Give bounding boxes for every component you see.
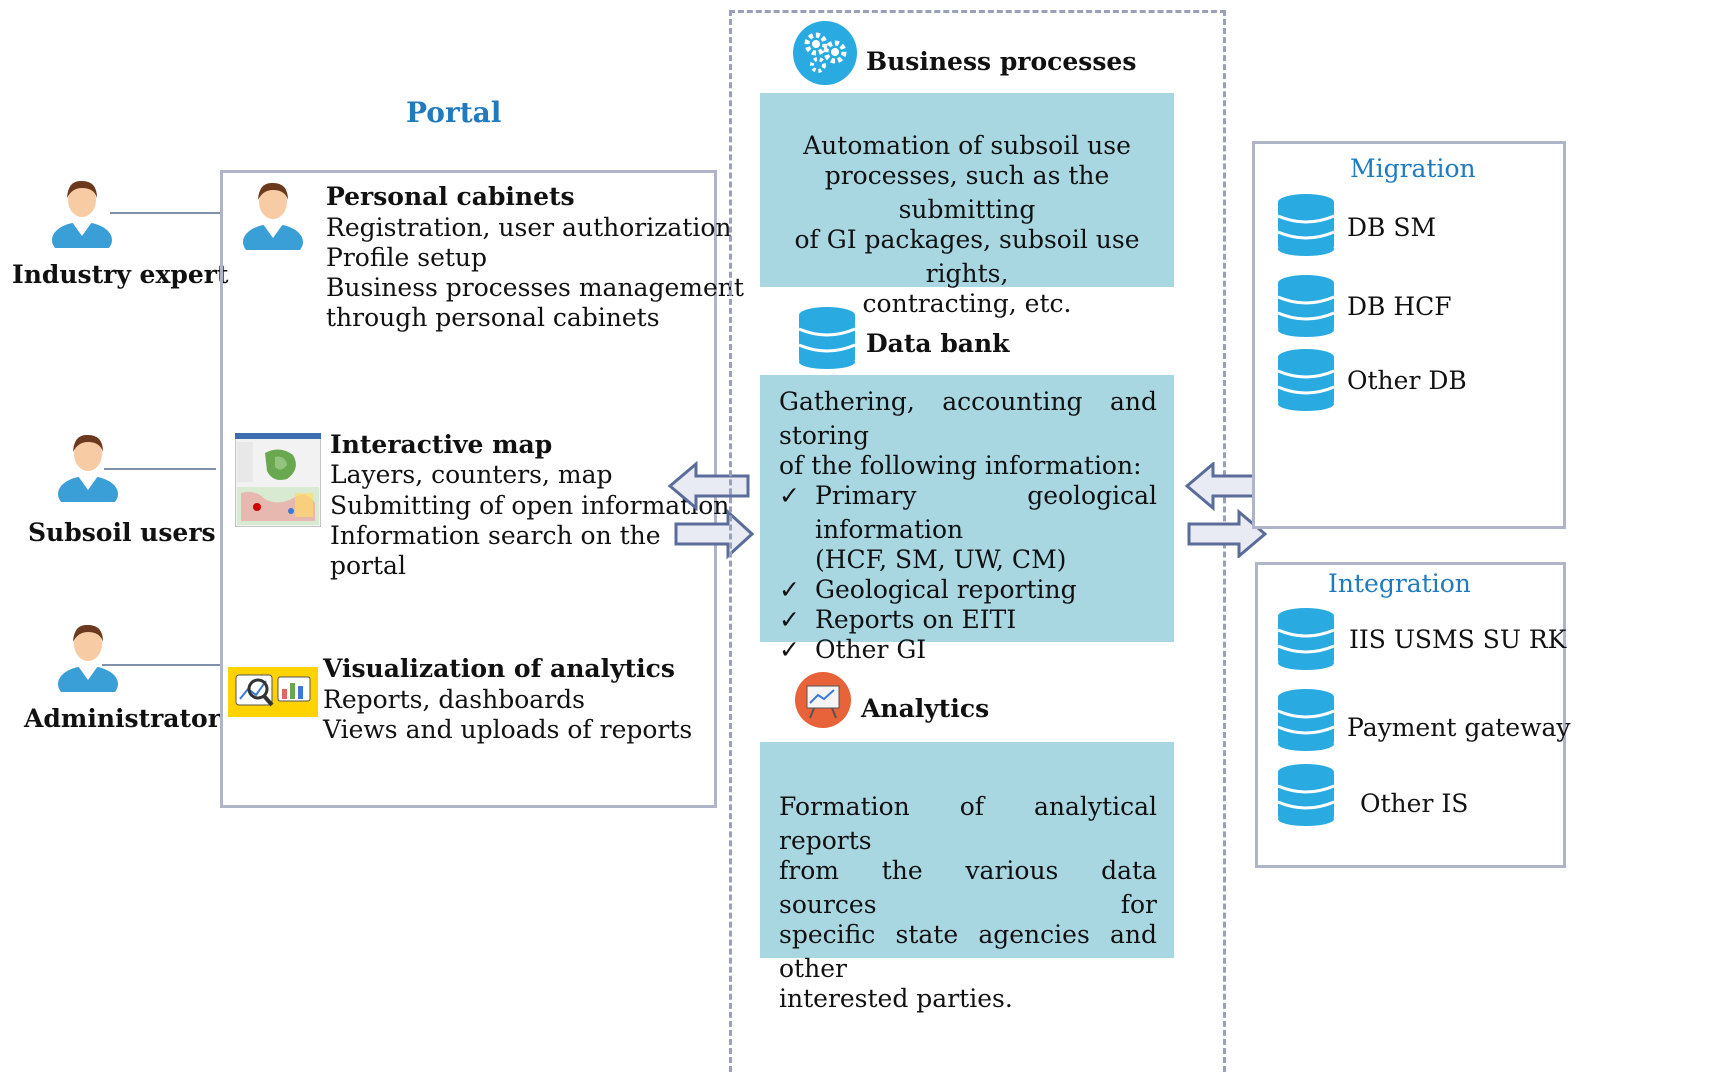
- data-bank-intro-line: Gathering, accounting and storing: [779, 387, 1157, 450]
- database-icon: [798, 307, 856, 369]
- integration-title: Integration: [1328, 569, 1471, 598]
- user-administrator: Administrator: [24, 620, 224, 740]
- visualization-heading: Visualization of analytics: [323, 654, 675, 683]
- list-item: ✓ Primary geological information (HCF, S…: [779, 481, 1157, 574]
- person-icon: [52, 180, 112, 248]
- list-item: ✓ Geological reporting: [779, 573, 1157, 607]
- gears-icon: [793, 21, 857, 85]
- interactive-map-line: Layers, counters, map: [330, 460, 613, 489]
- person-icon: [58, 434, 118, 502]
- business-processes-line: Automation of subsoil use: [803, 131, 1131, 160]
- analytics-line: interested parties.: [779, 984, 1013, 1013]
- interactive-map-line: portal: [330, 551, 406, 580]
- migration-item: DB HCF: [1347, 292, 1452, 321]
- check-icon: ✓: [779, 575, 800, 604]
- data-bank-list: ✓ Primary geological information (HCF, S…: [779, 479, 1157, 667]
- migration-item: DB SM: [1347, 213, 1437, 242]
- check-icon: ✓: [779, 635, 800, 664]
- personal-cabinets-line: through personal cabinets: [326, 303, 660, 332]
- user-label: Industry expert: [12, 260, 229, 289]
- business-processes-line: of GI packages, subsoil use rights,: [794, 225, 1140, 288]
- interactive-map-line: Submitting of open information: [330, 491, 730, 520]
- analytics-line: Formation of analytical reports: [779, 792, 1157, 855]
- personal-cabinets-line: Business processes management: [326, 273, 744, 302]
- data-bank-panel: Gathering, accounting and storing of the…: [760, 375, 1174, 664]
- user-label: Administrator: [24, 704, 221, 733]
- integration-item: Other IS: [1360, 789, 1469, 818]
- business-processes-panel: Automation of subsoil use processes, suc…: [760, 93, 1174, 318]
- database-icon: [1277, 608, 1335, 670]
- bidirectional-arrow-icon: [668, 460, 754, 560]
- connector-line: [102, 664, 220, 666]
- database-icon: [1277, 194, 1335, 256]
- user-label: Subsoil users: [28, 518, 216, 547]
- list-item: ✓ Reports on EITI: [779, 603, 1157, 637]
- person-icon: [58, 624, 118, 692]
- integration-item: Payment gateway: [1347, 713, 1571, 742]
- data-bank-heading: Data bank: [866, 329, 1010, 358]
- analytics-line: from the various data sources for: [779, 856, 1157, 919]
- portal-title: Portal: [406, 96, 502, 129]
- database-icon: [1277, 764, 1335, 826]
- analytics-heading: Analytics: [861, 694, 990, 723]
- business-processes-line: processes, such as the submitting: [824, 161, 1110, 224]
- person-icon: [243, 182, 303, 250]
- user-industry-expert: Industry expert: [12, 176, 228, 296]
- analytics-dashboard-icon: [228, 667, 318, 717]
- business-processes-heading: Business processes: [866, 47, 1137, 76]
- data-bank-intro-line: of the following information:: [779, 451, 1142, 480]
- list-item: ✓ Other GI: [779, 633, 1157, 667]
- database-icon: [1277, 275, 1335, 337]
- visualization-line: Reports, dashboards: [323, 685, 585, 714]
- personal-cabinets-heading: Personal cabinets: [326, 182, 575, 211]
- database-icon: [1277, 349, 1335, 411]
- database-icon: [1277, 689, 1335, 751]
- migration-item: Other DB: [1347, 366, 1467, 395]
- connector-line: [110, 212, 220, 214]
- business-processes-line: contracting, etc.: [862, 289, 1072, 318]
- interactive-map-heading: Interactive map: [330, 430, 553, 459]
- map-thumbnail-icon: [235, 433, 321, 527]
- personal-cabinets-line: Profile setup: [326, 243, 488, 272]
- migration-title: Migration: [1350, 154, 1476, 183]
- analytics-panel: Formation of analytical reports from the…: [760, 742, 1174, 1013]
- analytics-line: specific state agencies and other: [779, 920, 1157, 983]
- integration-item: IIS USMS SU RK: [1349, 625, 1567, 654]
- personal-cabinets-line: Registration, user authorization: [326, 213, 732, 242]
- check-icon: ✓: [779, 481, 800, 510]
- check-icon: ✓: [779, 605, 800, 634]
- user-subsoil-users: Subsoil users: [28, 430, 228, 550]
- visualization-line: Views and uploads of reports: [323, 715, 693, 744]
- connector-line: [104, 468, 216, 470]
- interactive-map-line: Information search on the: [330, 521, 661, 550]
- presentation-board-icon: [795, 672, 851, 728]
